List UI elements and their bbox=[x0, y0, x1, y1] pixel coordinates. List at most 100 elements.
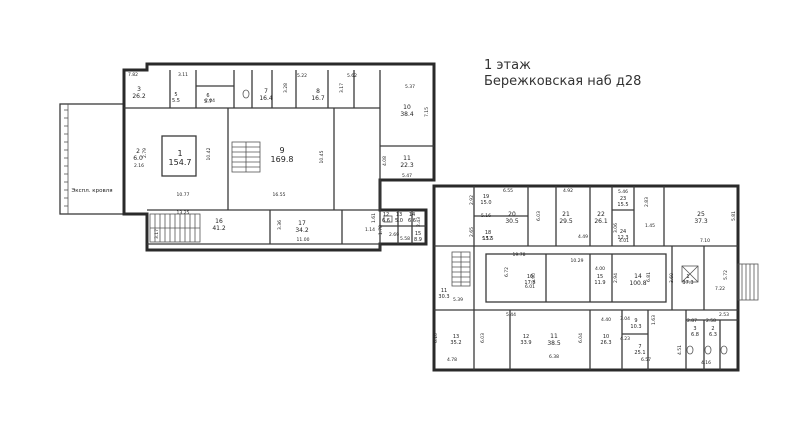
east-stairs bbox=[451, 251, 759, 301]
west-wing-partitions bbox=[124, 70, 434, 250]
dimension-label: 10.45 bbox=[319, 150, 325, 163]
room-area: 6.0 bbox=[133, 155, 143, 162]
dimension-label: 2.92 bbox=[469, 195, 475, 205]
dimension-label: 2.53 bbox=[719, 312, 729, 318]
dimension-label: 2.83 bbox=[644, 197, 650, 207]
dimension-label: 3.04 bbox=[620, 316, 630, 322]
dimension-label: 4.08 bbox=[382, 156, 388, 166]
room-area: 38.5 bbox=[547, 340, 561, 347]
dimension-label: 4.51 bbox=[677, 345, 683, 355]
dimension-label: 10.77 bbox=[177, 192, 190, 198]
room-number: 10 bbox=[403, 104, 411, 111]
dimension-label: 2.69 bbox=[389, 232, 399, 238]
dimension-label: 6.10 bbox=[433, 333, 439, 343]
room-area: 154.7 bbox=[169, 158, 192, 167]
room-number: 6 bbox=[206, 93, 209, 99]
room-number: 7 bbox=[264, 88, 268, 95]
dimension-label: 4.40 bbox=[601, 317, 611, 323]
room-area: 5.5 bbox=[172, 98, 180, 104]
dimension-label: 1.63 bbox=[651, 315, 657, 325]
room-number: 16 bbox=[527, 274, 533, 280]
dimension-label: 5.44 bbox=[506, 312, 516, 318]
room-number: 7 bbox=[638, 344, 641, 350]
dimension-label: 10.42 bbox=[206, 147, 212, 160]
room-number: 9 bbox=[634, 318, 637, 324]
dimension-label: 11.00 bbox=[297, 237, 310, 243]
dimension-label: 5.81 bbox=[731, 211, 737, 221]
room-number: 15 bbox=[415, 231, 421, 237]
east-wing-partitions bbox=[434, 186, 738, 370]
dimension-label: 7.10 bbox=[700, 238, 710, 244]
roof-terrace-label: Экспл. кровля bbox=[71, 188, 112, 194]
room-area: 16.7 bbox=[311, 95, 325, 102]
dimension-label: 2.94 bbox=[613, 273, 619, 283]
dimension-label: 7.15 bbox=[424, 107, 430, 117]
room-area: 15.0 bbox=[480, 200, 491, 206]
room-number: 11 bbox=[441, 288, 447, 294]
dimension-label: 2.65 bbox=[469, 227, 475, 237]
dimension-label: 6.04 bbox=[578, 333, 584, 343]
room-number: 14 bbox=[634, 273, 642, 280]
room-number: 25 bbox=[697, 211, 705, 218]
room-area: 38.4 bbox=[400, 111, 414, 118]
floor-title: 1 этаж bbox=[484, 58, 531, 73]
room-area: 33.9 bbox=[520, 340, 531, 346]
dimension-label: 1.78 bbox=[378, 225, 384, 235]
dimension-label: 5.58 bbox=[400, 236, 410, 242]
room-number: 5 bbox=[174, 92, 177, 98]
room-area: 37.3 bbox=[694, 218, 708, 225]
room-number: 17 bbox=[298, 220, 306, 227]
dimension-label: 1.14 bbox=[365, 227, 375, 233]
dimension-label: 3.17 bbox=[339, 83, 345, 93]
room-area: 100.8 bbox=[629, 280, 646, 287]
dimension-label: 1.45 bbox=[645, 223, 655, 229]
address-title: Бережковская наб д28 bbox=[484, 74, 642, 89]
dimension-label: 7.82 bbox=[128, 72, 138, 78]
room-area: 26.3 bbox=[600, 340, 611, 346]
dimension-label: 19.78 bbox=[513, 252, 526, 258]
room-area: 169.8 bbox=[271, 155, 294, 164]
room-area: 5.0 bbox=[395, 218, 403, 224]
room-number: 1 bbox=[686, 274, 689, 280]
room-area: 6.6 bbox=[408, 218, 416, 224]
room-area: 6.8 bbox=[691, 332, 699, 338]
dimension-label: 2.79 bbox=[142, 148, 148, 158]
room-number: 18 bbox=[485, 230, 491, 236]
dimension-label: 6.57 bbox=[641, 357, 651, 363]
room-number: 21 bbox=[562, 211, 570, 218]
dimension-label: 6.38 bbox=[549, 354, 559, 360]
room-area: 6.6 bbox=[382, 218, 390, 224]
room-number: 1 bbox=[177, 149, 182, 158]
dimension-label: 2.16 bbox=[134, 163, 144, 169]
room-number: 19 bbox=[483, 194, 489, 200]
dimension-label: 3.36 bbox=[277, 220, 283, 230]
dimension-label: 6.55 bbox=[503, 188, 513, 194]
dimension-label: 10.29 bbox=[571, 258, 584, 264]
dimension-label: 6.81 bbox=[646, 272, 652, 282]
dimension-label: 2.04 bbox=[205, 98, 215, 104]
room-number: 2 bbox=[711, 326, 714, 332]
dimension-label: 4.49 bbox=[578, 234, 588, 240]
dimension-label: 5.17 bbox=[482, 236, 492, 242]
dimension-label: 6.01 bbox=[525, 284, 535, 290]
room-number: 11 bbox=[550, 333, 558, 340]
room-number: 24 bbox=[620, 229, 626, 235]
dimension-label: 4.23 bbox=[620, 336, 630, 342]
room-number: 22 bbox=[597, 211, 605, 218]
dimension-label: 4.16 bbox=[701, 360, 711, 366]
dimension-label: 5.39 bbox=[453, 297, 463, 303]
east-wing-outline bbox=[432, 184, 740, 372]
dimension-label: 3.17 bbox=[154, 229, 160, 239]
dimension-label: 4.01 bbox=[619, 238, 629, 244]
room-number: 15 bbox=[597, 274, 603, 280]
dimension-label: 4.92 bbox=[563, 188, 573, 194]
dimension-label: 5.37 bbox=[405, 84, 415, 90]
dimension-label: 3.11 bbox=[178, 72, 188, 78]
dimension-label: 3.06 bbox=[613, 223, 619, 233]
room-number: 20 bbox=[508, 211, 516, 218]
dimension-label: 5.16 bbox=[481, 213, 491, 219]
room-area: 22.3 bbox=[400, 162, 414, 169]
dimension-label: 5.47 bbox=[402, 173, 412, 179]
dimension-label: 16.55 bbox=[273, 192, 286, 198]
